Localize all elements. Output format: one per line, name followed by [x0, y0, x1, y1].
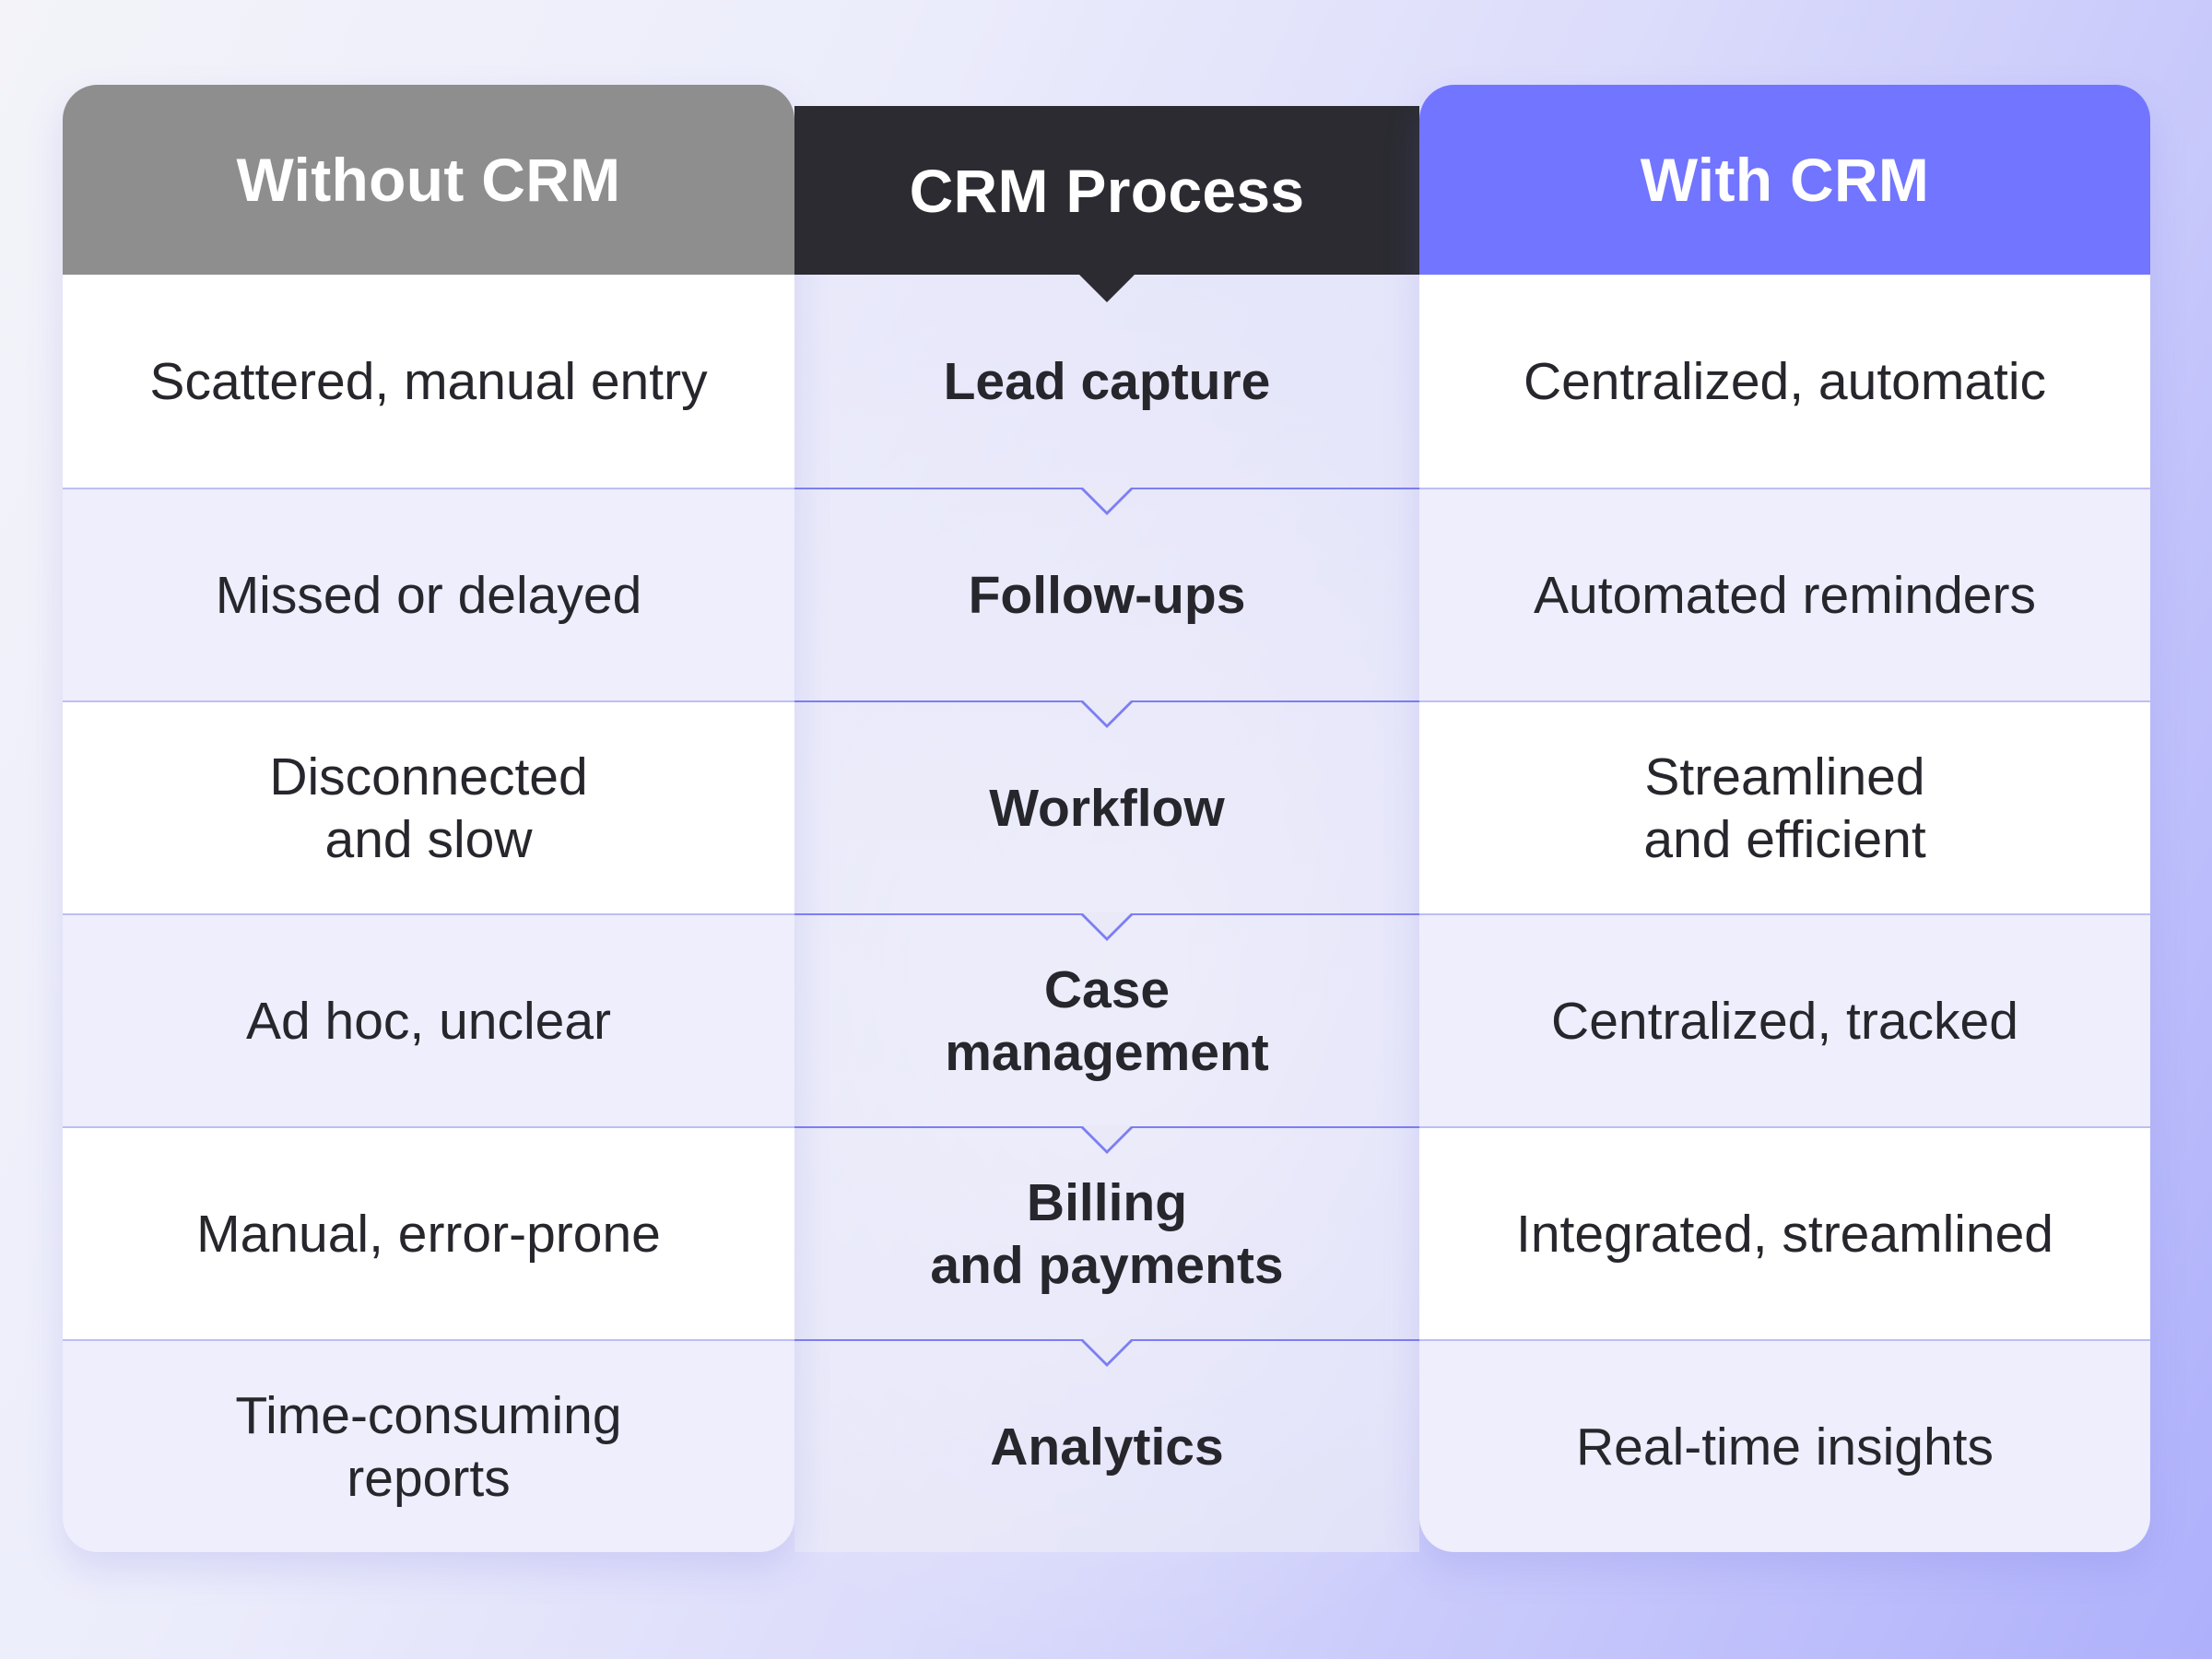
with-crm-cell-workflow: Streamlined and efficient [1419, 700, 2150, 913]
without-crm-cell-billing: Manual, error-prone [63, 1126, 794, 1339]
with-crm-cell-follow-ups: Automated reminders [1419, 488, 2150, 700]
with-crm-cell-analytics: Real-time insights [1419, 1339, 2150, 1552]
without-crm-cell-analytics: Time-consuming reports [63, 1339, 794, 1552]
with-crm-column: With CRM Centralized, automatic Automate… [1419, 85, 2150, 1552]
without-crm-header: Without CRM [63, 85, 794, 275]
without-crm-cell-case-management: Ad hoc, unclear [63, 913, 794, 1126]
with-crm-cell-lead-capture: Centralized, automatic [1419, 275, 2150, 488]
with-crm-header: With CRM [1419, 85, 2150, 275]
process-step-analytics: Analytics [794, 1338, 1419, 1552]
process-step-workflow: Workflow [794, 700, 1419, 913]
without-crm-cell-lead-capture: Scattered, manual entry [63, 275, 794, 488]
process-step-case-management: Case management [794, 912, 1419, 1126]
crm-process-header: CRM Process [794, 106, 1419, 302]
process-step-lead-capture: Lead capture [943, 351, 1271, 411]
with-crm-cell-billing: Integrated, streamlined [1419, 1126, 2150, 1339]
without-crm-column: Without CRM Scattered, manual entry Miss… [63, 85, 794, 1552]
process-step-billing: Billing and payments [794, 1125, 1419, 1339]
with-crm-cell-case-management: Centralized, tracked [1419, 913, 2150, 1126]
without-crm-cell-workflow: Disconnected and slow [63, 700, 794, 913]
without-crm-cell-follow-ups: Missed or delayed [63, 488, 794, 700]
process-step-follow-ups: Follow-ups [794, 487, 1419, 700]
crm-process-column: CRM Process Lead capture Follow-ups Work… [794, 106, 1419, 1552]
